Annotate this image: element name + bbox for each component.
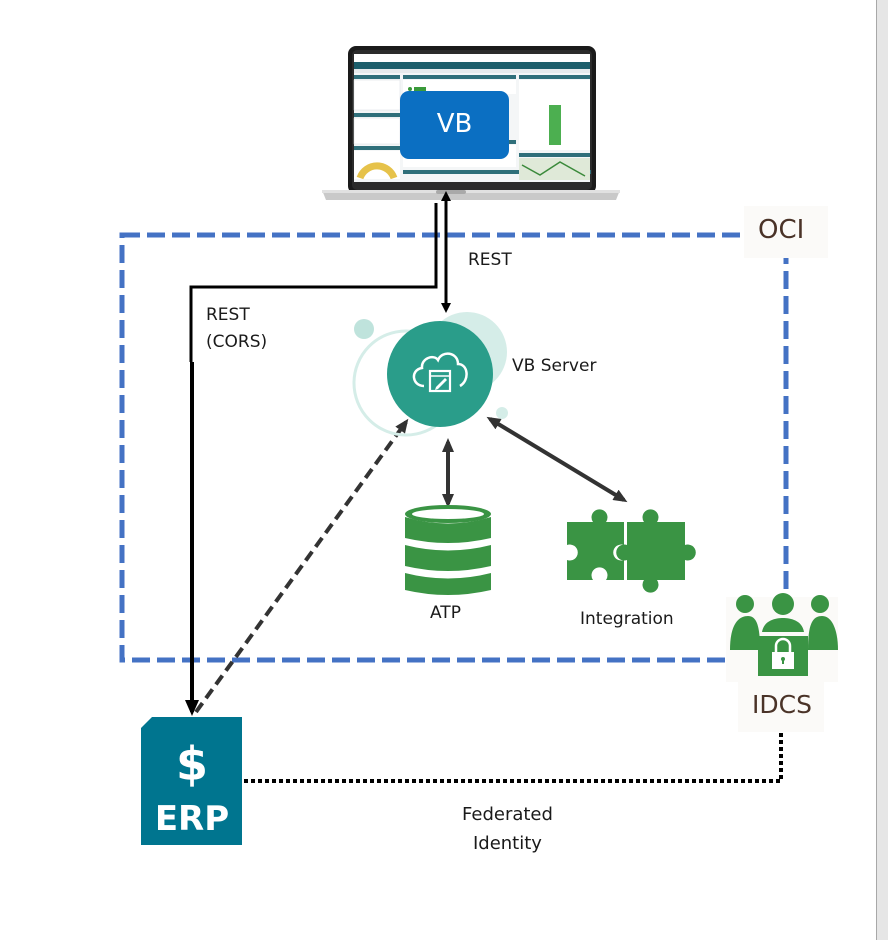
atp-label: ATP — [430, 603, 461, 623]
svg-text:$: $ — [176, 737, 208, 791]
idcs-label-box: IDCS — [738, 676, 824, 732]
edge-label-rest: REST — [468, 250, 512, 270]
integration-label: Integration — [580, 609, 674, 629]
oci-label-box: OCI — [744, 206, 828, 258]
oci-label: OCI — [758, 215, 805, 245]
edge-label-rest-cors-line1: REST — [206, 305, 250, 325]
edge-label-federated-line2: Identity — [472, 833, 542, 854]
edge-label-federated-line1: Federated — [462, 804, 553, 825]
erp-label: ERP — [155, 799, 229, 839]
cloud-edit-icon — [387, 321, 493, 427]
vb-client-badge: VB — [400, 91, 509, 159]
puzzle-icon — [567, 509, 696, 593]
edge-label-rest-cors: REST (CORS) — [206, 302, 267, 356]
edge-label-rest-cors-line2: (CORS) — [206, 332, 268, 352]
edge-label-federated-identity: Federated Identity — [462, 800, 553, 858]
database-icon — [405, 505, 491, 595]
idcs-label: IDCS — [752, 690, 812, 719]
edge-client-erp — [189, 203, 438, 362]
edge-erp-vbserver — [194, 418, 409, 714]
users-lock-icon — [726, 593, 838, 682]
vb-client-label: VB — [436, 109, 473, 139]
erp-document-icon: $ — [141, 717, 242, 845]
oci-region-border — [119, 232, 789, 663]
vb-server-label: VB Server — [512, 356, 597, 376]
scrollbar-strip[interactable] — [876, 0, 888, 940]
erp-text-layer: ERP — [155, 799, 229, 839]
edge-erp-idcs — [244, 690, 783, 783]
edge-vbserver-integration — [486, 416, 628, 503]
